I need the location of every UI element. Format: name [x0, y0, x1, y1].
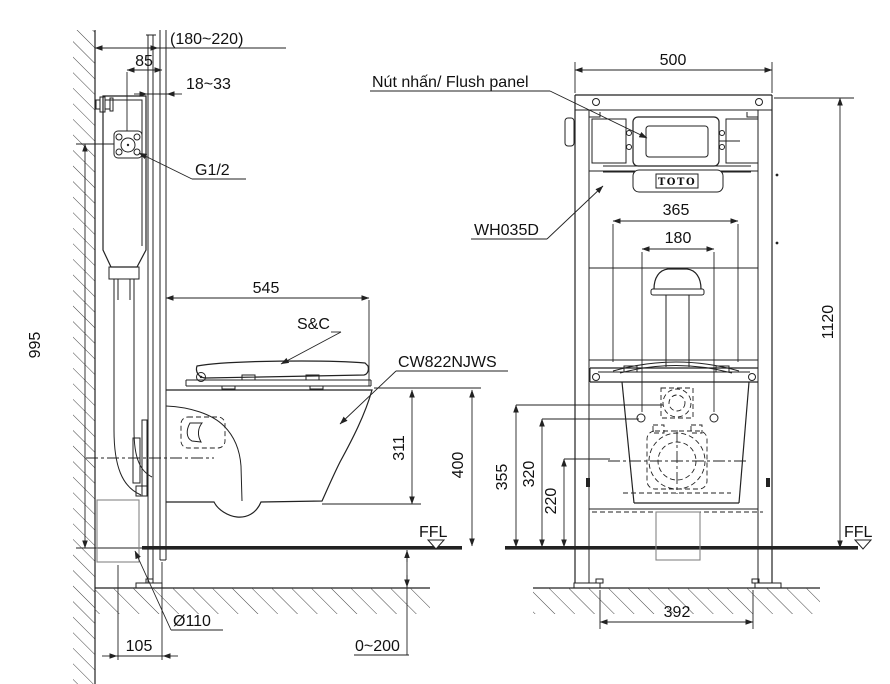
concealed-cistern	[102, 95, 153, 496]
dim-inlet-center-height: 355	[494, 464, 511, 491]
ffl-line-right	[505, 546, 858, 550]
fixing-bolt-left	[636, 413, 646, 423]
label-frame-model: WH035D	[474, 222, 539, 239]
flush-bend-outer	[113, 429, 142, 496]
toilet-bowl-side	[86, 360, 373, 518]
top-screw-hole-right	[755, 98, 763, 106]
label-inlet-thread: G1/2	[195, 162, 230, 179]
dim-frame-height: 1120	[820, 305, 837, 340]
brand-plate: TOTO	[632, 169, 724, 193]
dim-plate-width: 365	[663, 202, 690, 219]
stop-valve	[95, 96, 114, 113]
ffl-marker-left	[426, 539, 446, 550]
dim-wall-depth: (180~220)	[170, 31, 243, 48]
inlet-flange-g12	[113, 130, 143, 159]
brand-logo-text: TOTO	[658, 177, 696, 188]
bowl-back-contour	[165, 405, 243, 502]
ffl-label-right: FFL	[844, 524, 873, 541]
floor-slab-left	[95, 587, 430, 614]
dim-bowl-projection: 545	[253, 280, 280, 297]
label-drain-diameter: Ø110	[173, 613, 211, 630]
dim-bolt-spacing: 180	[665, 230, 692, 247]
dim-inlet-offset: 85	[135, 53, 153, 70]
label-bowl-model: CW822NJWS	[398, 354, 497, 371]
wall-section	[73, 30, 96, 684]
side-view: (180~220) 85 18~33 G1/2 995 545 S&C	[27, 30, 508, 684]
ffl-line-left	[142, 546, 462, 550]
label-flush-panel: Nút nhấn/ Flush panel	[372, 74, 529, 91]
mount-detail-dashed	[180, 416, 226, 449]
frame-foot-left	[573, 582, 601, 589]
dim-outlet-center-height: 220	[543, 488, 560, 515]
toilet-bowl-front	[592, 381, 763, 561]
wall-hatch	[73, 30, 95, 684]
side-view-dimensions: (180~220) 85 18~33 G1/2 995 545 S&C	[27, 31, 508, 660]
dim-bolt-height: 320	[521, 461, 538, 488]
frame-rail-side	[135, 34, 163, 589]
mounting-plate	[589, 361, 759, 383]
fixing-bolt-right	[709, 413, 719, 423]
dim-rim-height: 400	[450, 452, 467, 479]
ffl-label-left: FFL	[419, 524, 448, 541]
frame-front	[564, 94, 782, 589]
flush-panel-assembly	[591, 116, 759, 173]
flush-bend-inner	[133, 429, 153, 478]
side-bracket-ear	[564, 117, 575, 147]
ffl-marker-right	[853, 539, 873, 550]
dim-inlet-height: 995	[27, 332, 44, 359]
inlet-dashed-circle	[662, 388, 692, 418]
front-view: TOTO	[370, 52, 873, 629]
dim-finish-thickness: 18~33	[186, 76, 231, 93]
dim-leg-spacing: 392	[664, 604, 691, 621]
dim-frame-width: 500	[660, 52, 687, 69]
flush-panel-window	[645, 125, 709, 158]
drain-box-front	[655, 511, 701, 561]
frame-foot-right	[754, 582, 782, 589]
dim-floor-buildup: 0~200	[355, 638, 400, 655]
frame-foot-side	[135, 582, 163, 589]
frame-hardware	[132, 419, 148, 497]
label-seat-model: S&C	[297, 316, 330, 333]
dim-drain-offset: 105	[126, 638, 153, 655]
flush-pipe-front	[650, 268, 705, 367]
bowl-rim-arc	[612, 361, 740, 372]
dim-rim-to-bottom: 311	[391, 435, 408, 461]
finished-wall-lines	[159, 30, 167, 561]
bowl-outline-side	[166, 389, 373, 518]
top-screw-hole-left	[592, 98, 600, 106]
seat-hinge	[196, 372, 206, 382]
seat-lid-side	[195, 360, 369, 379]
front-view-dimensions: Nút nhấn/ Flush panel WH035D 500 365 180	[370, 52, 873, 629]
drain-pipe-side	[96, 499, 140, 563]
